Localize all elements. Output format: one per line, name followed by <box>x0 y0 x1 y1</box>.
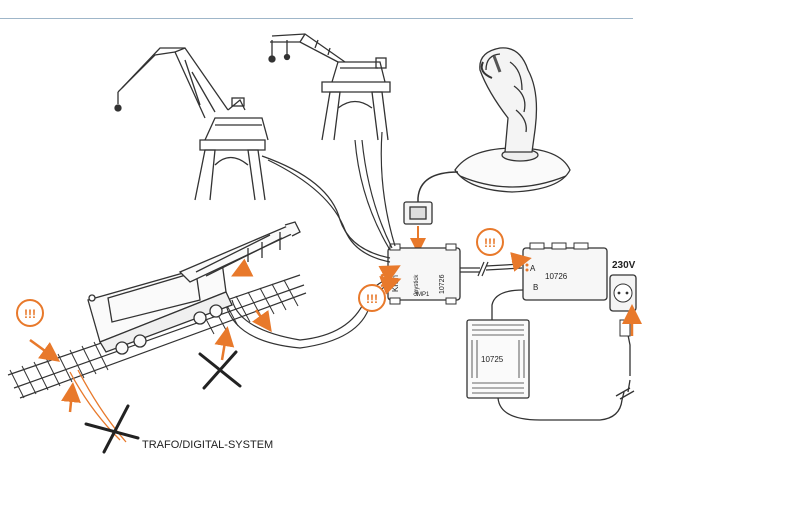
control-unit-10726: A B 10726 <box>522 242 608 301</box>
joystick <box>454 47 571 193</box>
power-cables <box>491 289 635 421</box>
joystick-cable <box>417 171 459 206</box>
top-rule <box>0 18 633 19</box>
transformer-10725: 10725 <box>466 319 530 399</box>
interface-label-4: JMP1 <box>414 292 430 298</box>
orange-arrows <box>29 252 532 413</box>
forbidden-x-track <box>198 350 242 390</box>
track-feeder-cable-2 <box>77 369 127 443</box>
portal-crane-right <box>268 33 391 141</box>
portal-crane-left <box>114 47 269 201</box>
warning-text-middle: !!! <box>366 292 378 306</box>
forbidden-x-trafo <box>84 404 140 454</box>
control-unit-model: 10726 <box>545 272 568 281</box>
interface-label-3: 10726 <box>439 274 446 294</box>
crane-wagon <box>87 221 301 355</box>
port-a-label: A <box>530 264 536 273</box>
interface-label-2: Joystick <box>414 274 420 296</box>
bus-cable <box>460 261 523 277</box>
warning-text-left: !!! <box>24 307 36 321</box>
warning-badge-middle: !!! <box>358 284 386 312</box>
interface-box: Kran Joystick 10726 JMP1 <box>387 243 461 305</box>
warning-badge-left: !!! <box>16 299 44 327</box>
joystick-plug <box>403 201 433 225</box>
port-b-label: B <box>533 283 538 292</box>
warning-text-right: !!! <box>484 236 496 250</box>
transformer-model: 10725 <box>481 355 504 364</box>
crane-cables <box>225 131 396 349</box>
caption-trafo-digital: TRAFO/DIGITAL-SYSTEM <box>142 439 273 451</box>
warning-badge-right: !!! <box>476 228 504 256</box>
interface-label-1: Kran <box>391 275 400 292</box>
voltage-label: 230V <box>612 260 636 271</box>
